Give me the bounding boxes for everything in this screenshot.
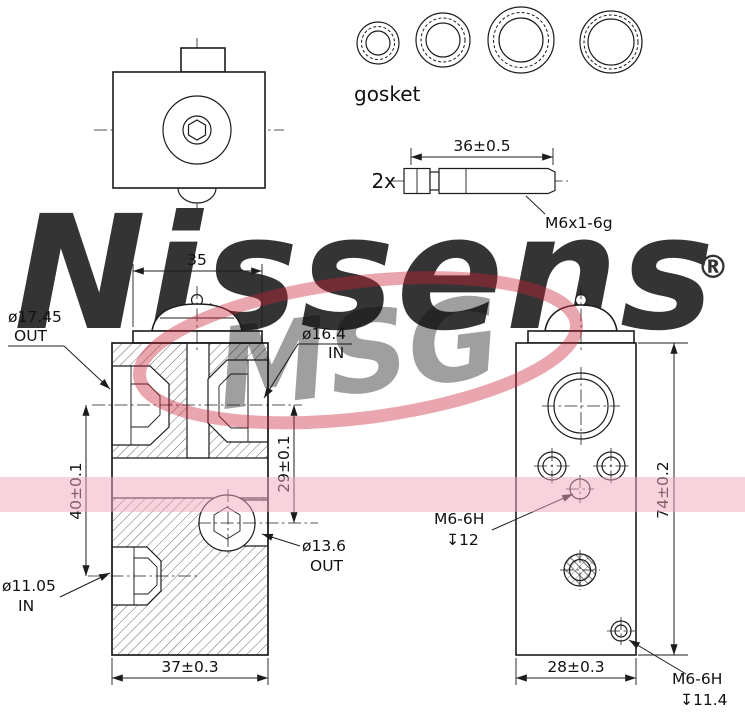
port-bottom-left-flow-label: IN (18, 597, 34, 615)
thread-corner-spec-label: M6-6H (672, 670, 722, 688)
gaskets-group: gosket (354, 6, 643, 106)
gasket-label: gosket (354, 82, 421, 106)
gasket-1 (356, 21, 400, 65)
thread-center-spec-label: M6-6H (434, 510, 484, 528)
registered-mark: ® (697, 248, 731, 286)
front-view (88, 286, 318, 656)
port-top-right-dia-label: ø16.4 (302, 325, 346, 343)
thread-center-depth-label: ↧12 (446, 531, 479, 549)
port-bottom-left-dia-label: ø11.05 (2, 577, 56, 595)
front-flange-width-label: 35 (187, 251, 207, 269)
msg-watermark-ellipse (132, 271, 584, 430)
stud-thread-spec-label: M6x1-6g (545, 214, 613, 232)
front-body-width-label: 37±0.3 (161, 658, 218, 676)
gasket-4 (579, 10, 643, 74)
stud-drawing: 36±0.5 2x M6x1-6g (371, 137, 612, 232)
gasket-3 (487, 6, 555, 74)
port-bottom-right-dia-label: ø13.6 (302, 537, 346, 555)
brand-watermark: Nissens ® (14, 182, 731, 366)
side-body-width-label: 28±0.3 (547, 658, 604, 676)
port-top-right-flow-label: IN (328, 344, 344, 362)
top-view (94, 38, 284, 208)
port-top-left-dia-label: ø17.45 (8, 308, 62, 326)
stud-quantity-label: 2x (371, 169, 396, 193)
gasket-2 (415, 12, 471, 68)
msg-watermark: MSG (132, 271, 584, 436)
thread-corner-depth-label: ↧11.4 (680, 691, 728, 709)
pink-band-watermark (0, 477, 745, 512)
port-top-left-flow-label: OUT (14, 327, 48, 345)
stud-length-dim-label: 36±0.5 (453, 137, 510, 155)
port-bottom-right-flow-label: OUT (310, 557, 344, 575)
